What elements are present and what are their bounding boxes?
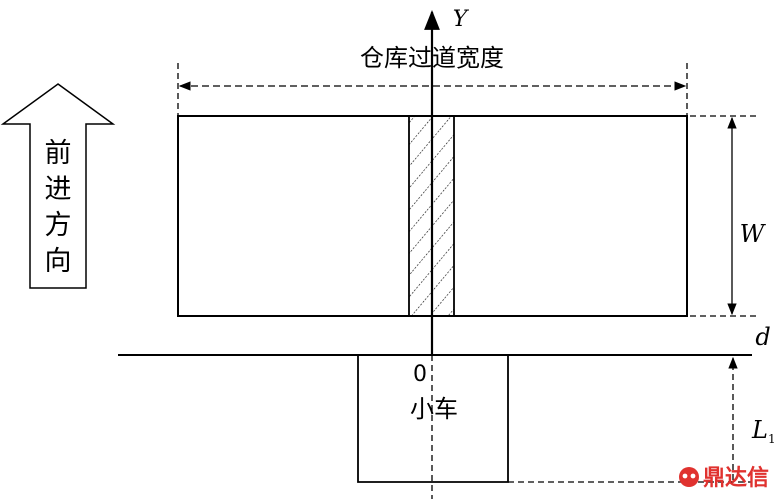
l1-label: L1 bbox=[751, 416, 776, 446]
direction-arrow bbox=[0, 83, 116, 289]
d-label: d bbox=[755, 323, 770, 351]
watermark-logo-dot-left bbox=[682, 473, 688, 479]
cart-body bbox=[357, 355, 509, 483]
w-label: W bbox=[740, 220, 767, 248]
direction-char-2: 进 bbox=[45, 174, 72, 205]
cart-label: 小车 bbox=[410, 395, 458, 423]
origin-label: 0 bbox=[413, 362, 427, 387]
direction-char-1: 前 bbox=[45, 138, 72, 169]
direction-char-3: 方 bbox=[45, 210, 72, 241]
watermark-logo-dot-right bbox=[690, 473, 696, 479]
watermark: 鼎达信 bbox=[679, 465, 769, 491]
direction-char-4: 向 bbox=[45, 246, 72, 277]
watermark-logo-icon bbox=[679, 467, 699, 487]
watermark-text: 鼎达信 bbox=[703, 465, 769, 491]
y-axis-label: Y bbox=[453, 7, 470, 32]
